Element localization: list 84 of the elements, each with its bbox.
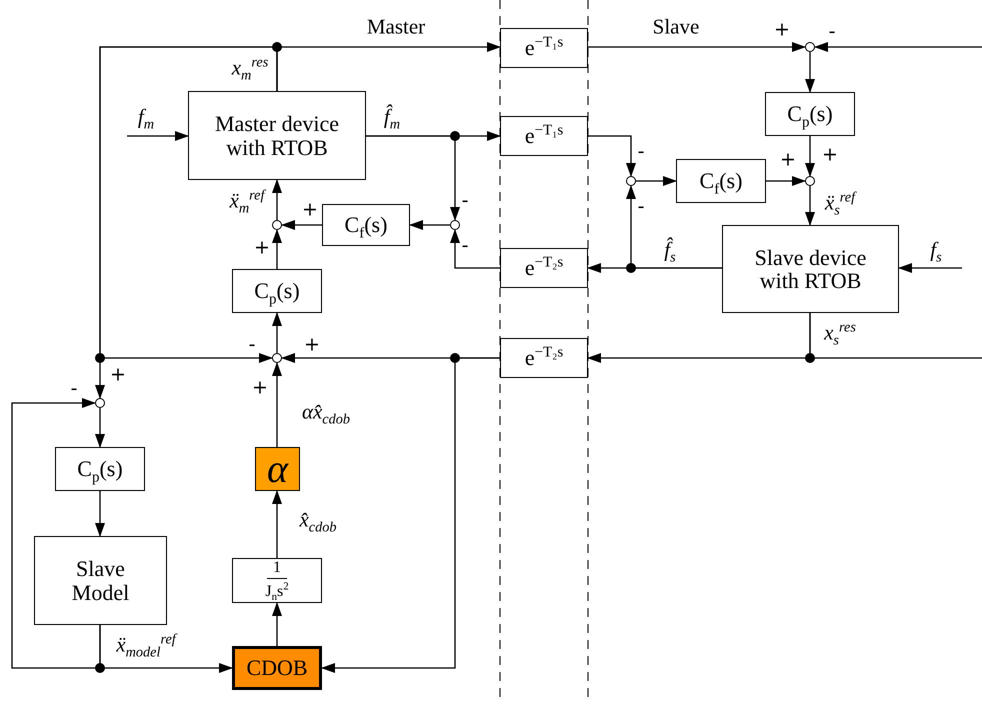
transfer-function-block (232, 558, 322, 603)
controller-block (676, 159, 766, 203)
delay-block (500, 338, 588, 378)
signal-arrow (805, 186, 815, 226)
sign-label: + (774, 20, 790, 40)
sign-label: + (252, 378, 268, 398)
block-label: C$_{f}$(s) (344, 213, 388, 237)
sign-label: + (304, 336, 320, 354)
block-label: C$_{f}$(s) (700, 169, 742, 193)
sign-label: - (70, 380, 78, 398)
device-block (722, 225, 899, 313)
summing-junction (805, 176, 815, 186)
signal-arrow (898, 263, 962, 273)
sign-label: + (302, 200, 318, 220)
sign-label: - (248, 336, 256, 354)
block-label: e$^{−T₂s}$ (524, 346, 564, 370)
block-label: α (267, 448, 288, 490)
summing-junction (450, 220, 460, 230)
signal-arrow (272, 312, 282, 353)
sign-label: + (780, 150, 796, 170)
block-label: Master device with RTOB (214, 112, 340, 159)
side-label: Master (366, 16, 426, 38)
summing-junction (626, 176, 636, 186)
signal-arrow (321, 357, 500, 673)
signal-arrow (366, 135, 460, 221)
delay-block (500, 116, 588, 156)
signal-label: f̂$_{s}$ (664, 240, 676, 260)
block-label: e$^{−T₁s}$ (524, 36, 564, 60)
model-block (34, 536, 167, 625)
signal-arrow (766, 176, 806, 186)
summing-junction (272, 353, 282, 363)
sign-label: + (254, 238, 270, 258)
signal-arrow (636, 176, 677, 186)
signal-arrow (95, 408, 105, 448)
signal-arrow (281, 220, 322, 230)
signal-arrow (626, 185, 722, 269)
signal-arrow (588, 135, 636, 177)
device-block (188, 91, 366, 180)
controller-block (232, 269, 322, 313)
gain-block (255, 447, 300, 491)
sign-label: - (638, 142, 644, 162)
signal-label: αx̂$_{cdob}$ (302, 402, 350, 422)
block-label: e$^{−T₂s}$ (524, 256, 564, 280)
side-label: Slave (652, 16, 700, 38)
sign-label: + (822, 146, 838, 164)
signal-arrow (272, 490, 282, 558)
signal-arrow (95, 491, 105, 537)
signal-arrow (272, 179, 282, 220)
signal-label: x̂$_{cdob}$ (299, 510, 337, 530)
signal-arrow (450, 229, 500, 269)
block-label: Slave Model (70, 557, 130, 604)
signal-arrow (11, 398, 101, 669)
signal-line (809, 313, 982, 359)
block-label: CDOB (246, 656, 308, 680)
signal-label: f$_{s}$ (930, 240, 942, 260)
summing-junction (805, 42, 815, 52)
signal-arrow (409, 220, 450, 230)
signal-arrow (805, 136, 815, 177)
signal-arrow (272, 602, 282, 646)
sign-label: - (828, 22, 836, 42)
sign-label: - (638, 198, 644, 216)
signal-arrow (272, 362, 282, 447)
sign-label: - (462, 236, 468, 256)
signal-arrow (814, 42, 982, 52)
controller-block (55, 447, 145, 491)
delay-block (500, 28, 588, 68)
block-label: 1 (267, 560, 287, 579)
sign-label: - (462, 192, 468, 210)
signal-arrow (272, 229, 282, 269)
controller-block (765, 92, 855, 136)
signal-label: f$_{m}$ (138, 106, 154, 128)
summing-junction (272, 220, 282, 230)
sign-label: + (110, 366, 126, 384)
observer-block (232, 646, 322, 690)
controller-block (322, 204, 410, 246)
signal-label: f̂$_{m}$ (384, 106, 400, 128)
signal-arrow (588, 42, 806, 52)
block-label: e$^{−T₁s}$ (524, 124, 564, 148)
block-label: Slave device with RTOB (754, 246, 868, 292)
signal-arrow (127, 131, 189, 141)
block-label: J$_{n}$s$^{2}$ (265, 580, 289, 601)
summing-junction (95, 398, 105, 408)
signal-arrow (805, 52, 815, 93)
delay-block (500, 248, 588, 288)
